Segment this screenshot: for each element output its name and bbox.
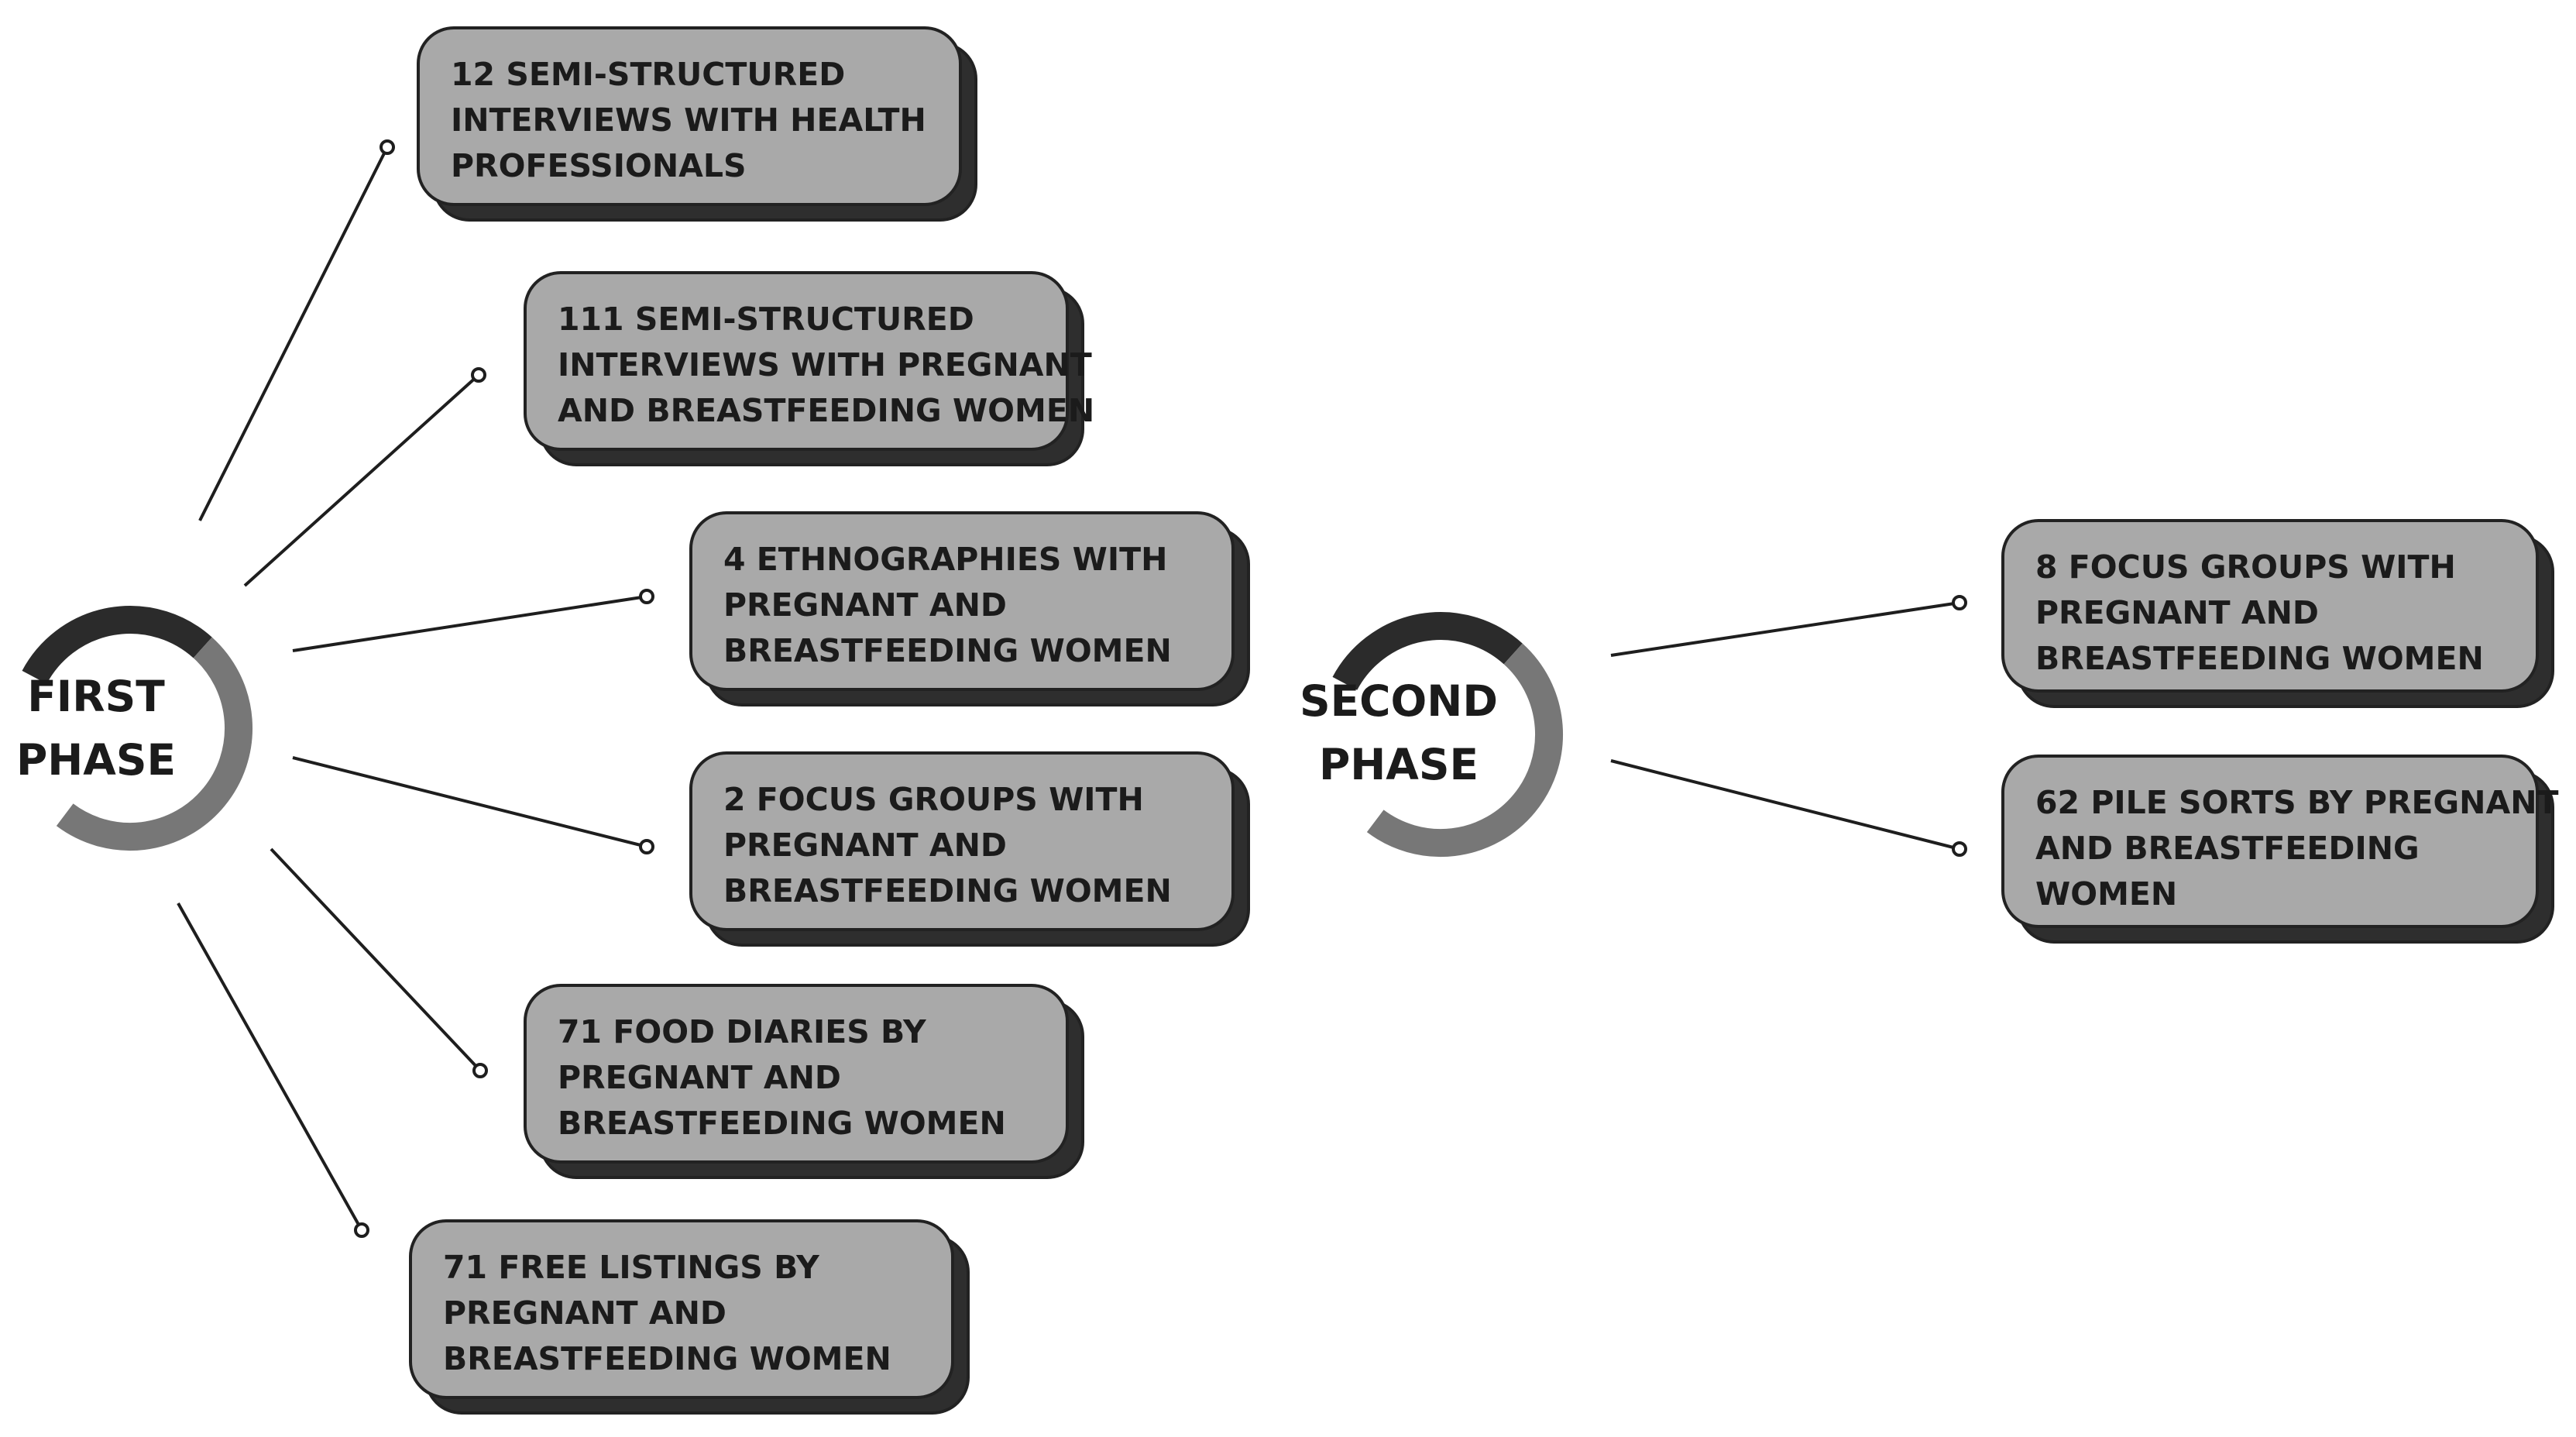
second-phase-item-box: 62 PILE SORTS BY PREGNANT AND BREASTFEEDI… (2001, 755, 2559, 944)
connector-line (292, 595, 647, 652)
item-text-line: PREGNANT AND (723, 827, 1007, 864)
item-text-line: 2 FOCUS GROUPS WITH (723, 781, 1144, 818)
item-text-line: 8 FOCUS GROUPS WITH (2035, 548, 2456, 586)
second-phase-group: SECOND PHASE 8 FOCUS GROUPS WITH PREGNANT A… (1300, 519, 2559, 944)
item-box-face (689, 751, 1235, 931)
item-text-line: 12 SEMI-STRUCTURED (451, 56, 845, 93)
connector-end-dot (354, 1222, 369, 1238)
item-text-line: BREASTFEEDING WOMEN (2035, 640, 2484, 677)
item-box-face (417, 26, 962, 206)
first-phase-item-box: 4 ETHNOGRAPHIES WITH PREGNANT AND BREASTFE… (689, 511, 1250, 706)
connector-end-dot (1952, 841, 1967, 857)
item-text-line: AND BREASTFEEDING (2035, 830, 2420, 867)
item-text-line: INTERVIEWS WITH PREGNANT (558, 346, 1092, 383)
second-phase-label-line: SECOND (1300, 676, 1498, 726)
item-text-line: AND BREASTFEEDING WOMEN (558, 392, 1094, 429)
item-text-line: PREGNANT AND (558, 1059, 841, 1096)
connector-line (177, 902, 363, 1231)
first-phase-item-box: 2 FOCUS GROUPS WITH PREGNANT AND BREASTFEE… (689, 751, 1250, 947)
item-text-line: 111 SEMI-STRUCTURED (558, 301, 974, 338)
connector-end-dot (639, 839, 654, 854)
connector-end-dot (639, 589, 654, 604)
connector-line (198, 146, 389, 521)
first-phase-item-box: 111 SEMI-STRUCTURED INTERVIEWS WITH PREGN… (524, 271, 1094, 466)
first-phase-group: FIRST PHASE 12 SEMI-STRUCTURED INTERVIEWS W… (16, 26, 1250, 1415)
first-phase-ring-light-arc (56, 637, 253, 851)
item-box-face (689, 511, 1235, 691)
connector-line (1610, 601, 1960, 657)
item-text-line: BREASTFEEDING WOMEN (723, 872, 1172, 909)
second-phase-item-box: 8 FOCUS GROUPS WITH PREGNANT AND BREASTFEE… (2001, 519, 2554, 708)
first-phase-ring-dark-arc (22, 606, 212, 685)
connector-line (243, 373, 480, 587)
first-phase-item-box: 71 FOOD DIARIES BY PREGNANT AND BREASTFEED… (524, 984, 1084, 1179)
second-phase-ring-light-arc (1366, 643, 1564, 858)
second-phase-label-line: PHASE (1319, 740, 1479, 789)
second-phase-ring-dark-arc (1332, 612, 1523, 691)
item-text-line: 71 FREE LISTINGS BY (443, 1249, 820, 1286)
item-box-face (524, 271, 1069, 451)
item-box-face (2001, 755, 2539, 928)
item-text-line: WOMEN (2035, 875, 2177, 913)
connector-end-dot (380, 139, 395, 155)
item-text-line: BREASTFEEDING WOMEN (443, 1340, 891, 1377)
item-text-line: PREGNANT AND (723, 586, 1007, 624)
item-text-line: 62 PILE SORTS BY PREGNANT (2035, 784, 2559, 821)
connector-end-dot (471, 367, 486, 383)
connector-end-dot (1952, 595, 1967, 610)
connector-end-dot (472, 1063, 488, 1078)
item-text-line: INTERVIEWS WITH HEALTH (451, 101, 926, 139)
item-text-line: 71 FOOD DIARIES BY (558, 1013, 927, 1050)
item-text-line: PREGNANT AND (2035, 594, 2319, 631)
item-text-line: PROFESSIONALS (451, 147, 747, 184)
first-phase-label-line: PHASE (16, 735, 176, 785)
connector-line (292, 756, 647, 848)
item-text-line: BREASTFEEDING WOMEN (723, 632, 1172, 669)
item-box-face (409, 1219, 954, 1399)
first-phase-item-box: 12 SEMI-STRUCTURED INTERVIEWS WITH HEALTH… (417, 26, 977, 222)
item-box-face (524, 984, 1069, 1164)
item-box-face (2001, 519, 2539, 693)
connector-line (270, 847, 482, 1072)
item-text-line: BREASTFEEDING WOMEN (558, 1105, 1006, 1142)
first-phase-item-box: 71 FREE LISTINGS BY PREGNANT AND BREASTFEE… (409, 1219, 970, 1415)
item-text-line: 4 ETHNOGRAPHIES WITH (723, 541, 1167, 578)
item-text-line: PREGNANT AND (443, 1294, 726, 1332)
connector-line (1610, 759, 1960, 851)
first-phase-label-line: FIRST (27, 672, 165, 721)
